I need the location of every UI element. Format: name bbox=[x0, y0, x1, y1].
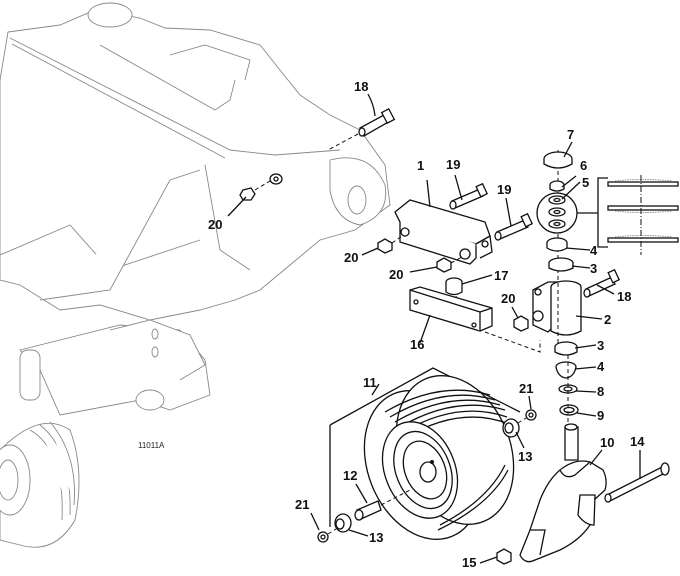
callout-20-lower: 20 bbox=[389, 267, 403, 282]
washer-21-lower bbox=[310, 512, 337, 543]
washer-detail-inset bbox=[577, 175, 679, 255]
figure-id: 11011A bbox=[138, 441, 165, 450]
deck-nut-group bbox=[227, 173, 283, 217]
callout-1: 1 bbox=[417, 158, 424, 173]
mower-deck bbox=[0, 2, 391, 548]
callout-4-lower: 4 bbox=[597, 359, 605, 374]
pivot-housing-2 bbox=[532, 280, 603, 336]
callout-20-deck: 20 bbox=[208, 217, 222, 232]
callout-21-upper: 21 bbox=[519, 381, 533, 396]
callout-labels: 18 20 1 19 19 7 6 5 4 3 20 20 17 18 20 2… bbox=[138, 79, 645, 570]
callout-17: 17 bbox=[494, 268, 508, 283]
pivot-stack-upper bbox=[536, 141, 591, 345]
callout-14: 14 bbox=[630, 434, 645, 449]
callout-8: 8 bbox=[597, 384, 604, 399]
wheel-bearing-13-inner bbox=[334, 513, 369, 537]
callout-12: 12 bbox=[343, 468, 357, 483]
callout-19-upper: 19 bbox=[446, 157, 460, 172]
callout-13-lower: 13 bbox=[369, 530, 383, 545]
callout-2: 2 bbox=[604, 312, 611, 327]
callout-7: 7 bbox=[567, 127, 574, 142]
bolt-18-deck bbox=[327, 93, 396, 151]
callout-18-pivot: 18 bbox=[617, 289, 631, 304]
washer-21-upper bbox=[517, 395, 537, 424]
callout-3-upper: 3 bbox=[590, 261, 597, 276]
callout-10: 10 bbox=[600, 435, 614, 450]
pivot-stack-lower bbox=[554, 341, 597, 425]
nut-20-deck bbox=[239, 187, 256, 201]
mounting-bar-16 bbox=[409, 286, 541, 353]
callout-20-pivot: 20 bbox=[501, 291, 515, 306]
callout-19-lower: 19 bbox=[497, 182, 511, 197]
callout-18-deck: 18 bbox=[354, 79, 368, 94]
nut-20-pivot bbox=[511, 306, 529, 332]
callout-13-upper: 13 bbox=[518, 449, 532, 464]
callout-11: 11 bbox=[363, 375, 377, 390]
nut-20-lower bbox=[409, 256, 463, 273]
callout-21-lower: 21 bbox=[295, 497, 309, 512]
callout-20-left: 20 bbox=[344, 250, 358, 265]
callout-16: 16 bbox=[410, 337, 424, 352]
bolt-19-upper bbox=[449, 174, 489, 210]
callout-5: 5 bbox=[582, 175, 589, 190]
callout-6: 6 bbox=[580, 158, 587, 173]
callout-3-lower: 3 bbox=[597, 338, 604, 353]
axle-bolt-14 bbox=[604, 450, 670, 503]
callout-4-upper: 4 bbox=[590, 243, 598, 258]
callout-15: 15 bbox=[462, 555, 476, 570]
callout-9: 9 bbox=[597, 408, 604, 423]
bumper-17 bbox=[445, 274, 493, 309]
caster-fork-10 bbox=[519, 423, 607, 563]
axle-spacer-12 bbox=[354, 483, 411, 521]
wheel-assembly-11 bbox=[329, 367, 521, 540]
wheel-bearing-13-outer bbox=[502, 418, 525, 449]
bolt-19-lower bbox=[494, 197, 534, 241]
axle-nut-15 bbox=[479, 548, 512, 565]
nut-20-left bbox=[361, 235, 403, 256]
caster-arm-bracket bbox=[394, 179, 493, 265]
bolt-18-pivot bbox=[583, 268, 621, 298]
